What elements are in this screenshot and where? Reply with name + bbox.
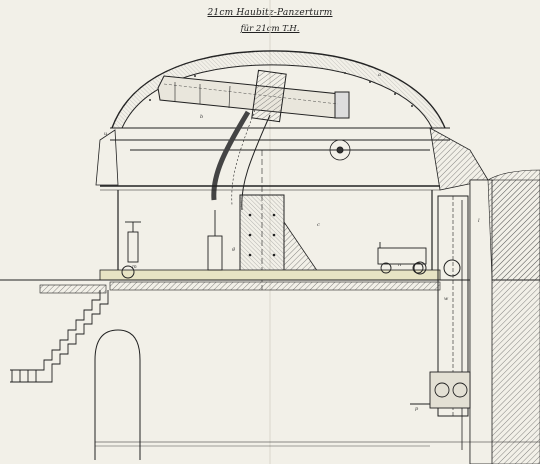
central-pivot-column <box>239 150 319 290</box>
turret-floor <box>0 259 540 291</box>
hand-winch-left <box>125 210 223 271</box>
svg-text:a: a <box>378 72 381 78</box>
svg-text:p: p <box>415 406 419 412</box>
turret-chamber <box>100 185 440 278</box>
part-labels: u a b c g m n w l p <box>104 72 480 412</box>
svg-text:m: m <box>132 264 137 270</box>
howitzer-barrel <box>157 69 350 123</box>
svg-text:w: w <box>444 296 449 302</box>
lift-winch-machine <box>410 371 471 409</box>
svg-text:g: g <box>232 246 235 252</box>
armored-dome <box>95 50 489 191</box>
roof-ring-beam <box>110 127 450 151</box>
svg-text:c: c <box>317 222 320 228</box>
svg-text:b: b <box>200 114 203 120</box>
svg-text:l: l <box>478 218 480 224</box>
ammunition-cart <box>377 242 427 274</box>
svg-text:n: n <box>398 262 401 268</box>
elevation-arc <box>211 109 351 211</box>
foundation-masonry-left <box>39 284 540 460</box>
earthwork-right <box>487 169 540 281</box>
svg-text:u: u <box>104 131 107 137</box>
staircase <box>10 290 109 383</box>
